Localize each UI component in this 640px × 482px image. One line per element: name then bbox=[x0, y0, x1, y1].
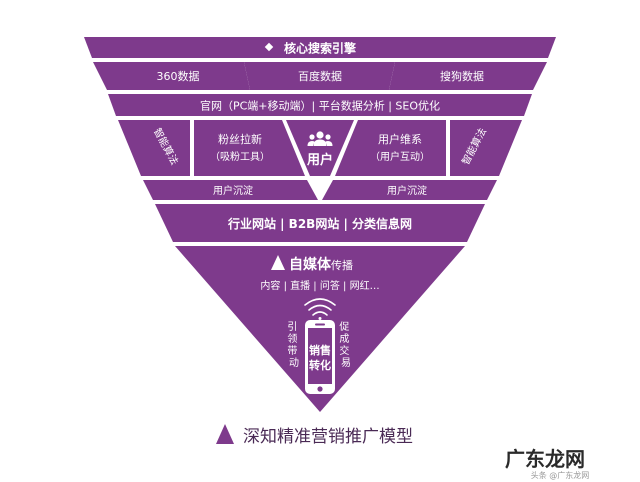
band-data-baidu bbox=[244, 62, 395, 90]
industry-row: 行业网站 | B2B网站 | 分类信息网 bbox=[227, 216, 412, 231]
guide-left-c1: 引 bbox=[287, 321, 297, 333]
retention-left: 用户沉淀 bbox=[213, 184, 253, 197]
guide-right-c3: 交 bbox=[339, 344, 349, 357]
band-data-sogou bbox=[389, 62, 547, 90]
guide-left-c3: 带 bbox=[287, 345, 297, 357]
fans-left-shape bbox=[194, 120, 305, 176]
caption-triangle-icon bbox=[216, 424, 234, 444]
guide-right-c4: 易 bbox=[341, 357, 351, 369]
media-sub: 内容 | 直播 | 问答 | 网红… bbox=[260, 279, 379, 292]
band-search-engine bbox=[84, 37, 556, 58]
website-row: 官网（PC端+移动端）| 平台数据分析 | SEO优化 bbox=[200, 99, 440, 113]
guide-right: 促 成 交 易 bbox=[339, 320, 352, 369]
guide-left-c2: 领 bbox=[287, 332, 297, 345]
wifi-dot-icon bbox=[318, 317, 322, 320]
guide-right-c1: 促 bbox=[339, 320, 349, 333]
media-title: 自媒体传播 bbox=[289, 256, 353, 273]
fans-right-shape bbox=[335, 120, 446, 176]
media-mini-triangle-icon bbox=[271, 255, 285, 270]
guide-left-c4: 动 bbox=[289, 357, 299, 369]
center-user-shape bbox=[286, 120, 354, 176]
fans-right-sub: （用户互动） bbox=[370, 150, 430, 163]
search-engine-title: 核心搜索引擎 bbox=[284, 41, 356, 56]
center-user-label: 用户 bbox=[306, 152, 333, 168]
side-tag-right-shape bbox=[450, 120, 522, 176]
phone-text-1: 销售 bbox=[309, 343, 331, 357]
phone-screen bbox=[308, 328, 332, 384]
watermark-main: 广东龙网 bbox=[505, 447, 585, 471]
fans-right-title: 用户维系 bbox=[378, 132, 422, 146]
phone-text-2: 转化 bbox=[309, 358, 331, 372]
side-tag-left-shape bbox=[118, 120, 190, 176]
retention-left-shape bbox=[143, 180, 318, 200]
phone-speaker-icon bbox=[315, 323, 325, 326]
band-industry bbox=[155, 204, 485, 242]
fans-left-title: 粉丝拉新 bbox=[218, 132, 262, 146]
wifi-icon bbox=[304, 298, 336, 316]
watermark-sub: 头条 @广东龙网 bbox=[531, 470, 590, 480]
diagram-caption: 深知精准营销推广模型 bbox=[243, 427, 413, 447]
media-title-main: 自媒体 bbox=[289, 256, 332, 273]
retention-right: 用户沉淀 bbox=[387, 184, 427, 197]
data-source-baidu: 百度数据 bbox=[298, 69, 342, 83]
data-source-sogou: 搜狗数据 bbox=[440, 69, 484, 83]
phone-home-button-icon bbox=[317, 386, 323, 392]
media-title-suffix: 传播 bbox=[331, 258, 353, 272]
retention-right-shape bbox=[322, 180, 497, 200]
fans-left-sub: （吸粉工具） bbox=[210, 150, 270, 163]
users-icon bbox=[307, 131, 333, 146]
title-icon bbox=[264, 42, 274, 52]
data-source-360: 360数据 bbox=[157, 69, 200, 83]
guide-right-c2: 成 bbox=[339, 333, 349, 345]
guide-left: 引 领 带 动 bbox=[287, 321, 300, 369]
band-website bbox=[108, 94, 532, 116]
band-data-360 bbox=[93, 62, 250, 90]
